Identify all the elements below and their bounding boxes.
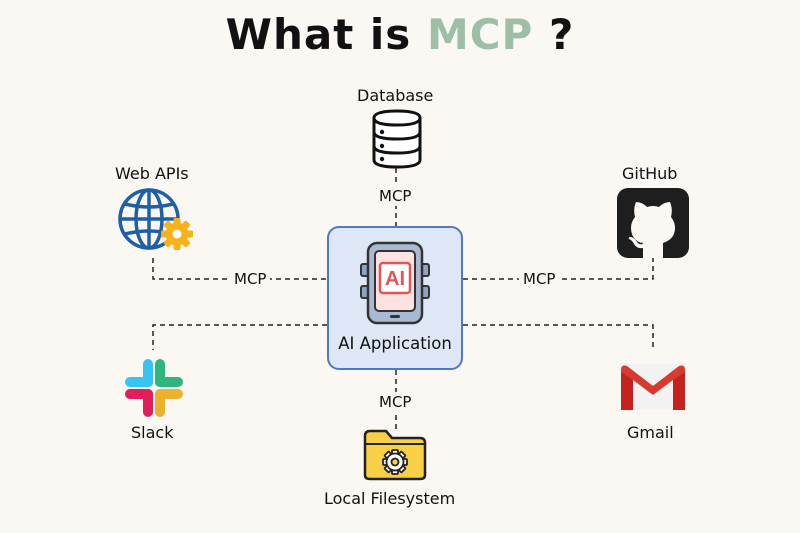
ai-application-node: AI AI Application (327, 226, 463, 370)
database-icon (372, 109, 422, 169)
github-icon (617, 188, 689, 258)
title-prefix: What is (225, 10, 427, 59)
mcp-label-database: MCP (375, 186, 416, 206)
filesystem-label: Local Filesystem (324, 489, 456, 508)
connector-gmail (463, 324, 654, 350)
database-label: Database (357, 86, 434, 105)
slack-label: Slack (131, 423, 174, 442)
slack-icon (125, 359, 183, 417)
github-label: GitHub (622, 164, 678, 183)
globe-gear-icon (118, 188, 193, 250)
mcp-label-filesystem: MCP (375, 392, 416, 412)
title-highlight: MCP (426, 10, 534, 59)
folder-gear-icon (363, 429, 427, 481)
web-apis-label: Web APIs (115, 164, 189, 183)
tablet-ai-icon: AI (360, 241, 430, 325)
mcp-label-web-apis: MCP (230, 269, 271, 289)
ai-chip-text: AI (385, 268, 405, 290)
gmail-icon (621, 364, 685, 410)
mcp-label-github: MCP (519, 269, 560, 289)
gmail-label: Gmail (627, 423, 674, 442)
page-title: What is MCP ? (0, 10, 800, 59)
title-suffix: ? (533, 10, 575, 59)
connector-slack (152, 324, 327, 350)
ai-application-label: AI Application (338, 334, 452, 353)
